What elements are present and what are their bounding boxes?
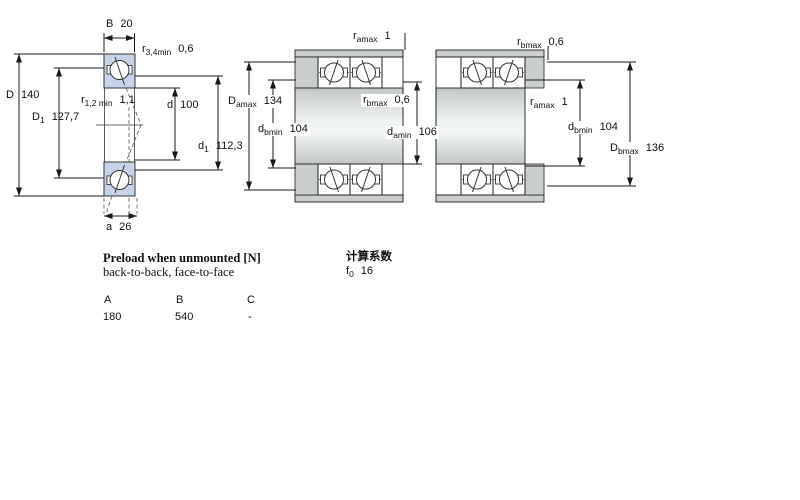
paired-mounting-shaft-fit — [435, 46, 636, 203]
preload-col-B: B — [176, 294, 184, 306]
preload-col-C: C — [247, 294, 255, 306]
paired-mounting-housing-fit — [244, 33, 422, 203]
preload-value-A: 180 — [103, 311, 122, 323]
calculation-factor-heading: 计算系数 — [346, 251, 392, 263]
preload-value-C: - — [248, 311, 252, 323]
preload-value-B: 540 — [175, 311, 194, 323]
preload-subtitle: back-to-back, face-to-face — [103, 265, 235, 279]
single-bearing-cross-section — [14, 33, 223, 219]
preload-heading: Preload when unmounted [N] — [103, 251, 261, 265]
preload-col-A: A — [104, 294, 112, 306]
